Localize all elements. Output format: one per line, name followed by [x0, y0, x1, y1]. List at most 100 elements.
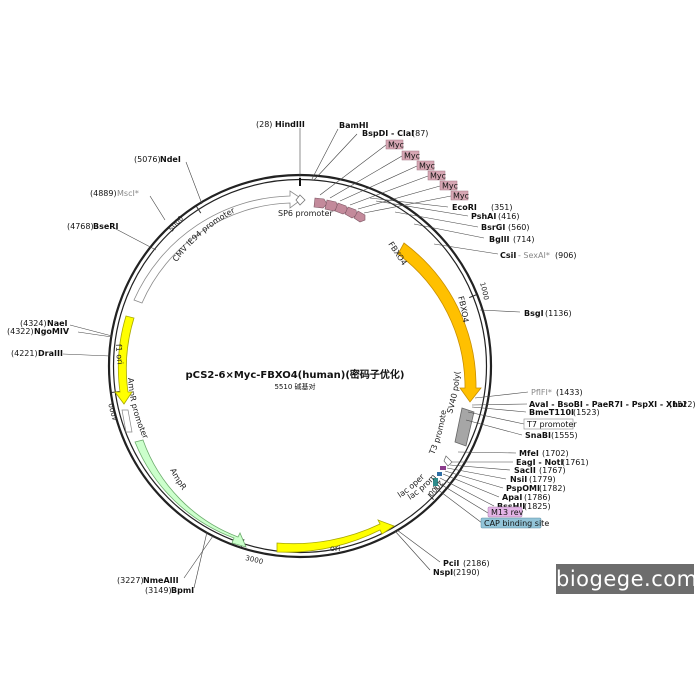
leader-bpmi: [193, 531, 208, 589]
site-pos-bmet110i: (1523): [573, 408, 600, 417]
leader-ngomiv: [77, 331, 113, 338]
plasmid-name: pCS2-6×Myc-FBXO4(human)(密码子优化): [186, 368, 405, 381]
site-name-mfei: MfeI: [519, 449, 539, 458]
site-pos-ecori: (351): [491, 203, 513, 212]
leader-cap: [432, 485, 483, 524]
site-pos-apai: (1786): [524, 493, 551, 502]
leader-bsshii: [439, 477, 495, 507]
site-pos-draiii: (4221): [11, 349, 38, 358]
site-name-sacii: SacII: [514, 466, 536, 475]
site-pos-msci: (4889): [90, 189, 117, 198]
sp6-promoter-label: SP6 promoter: [278, 209, 333, 218]
cmv-promoter-arrow: [133, 190, 303, 304]
myc-arrow-1: [313, 197, 328, 209]
site-name-apai: ApaI: [502, 493, 522, 502]
leader-snabi: [465, 419, 523, 436]
watermark: biogege.com: [556, 564, 697, 594]
site-pos-nsii: (1779): [529, 475, 556, 484]
myc-tag-label-6: Myc: [453, 192, 469, 201]
site-pos-pspomi: (1782): [539, 484, 566, 493]
site-pos-ngomiv: (4322): [7, 327, 34, 336]
leader-csii: [433, 243, 499, 255]
leader-nmeaiii: [183, 535, 214, 579]
plasmid-size: 5510 碱基对: [274, 382, 315, 391]
site-pos-sacii: (1767): [539, 466, 566, 475]
leader-clai: [313, 133, 358, 181]
myc-tag-label-5: Myc: [442, 182, 458, 191]
leader-nsii: [446, 467, 507, 480]
leader-bseri: [113, 227, 157, 251]
site-pos-bsgi: (1136): [545, 309, 572, 318]
site-name-bpmi: BpmI: [171, 586, 194, 595]
myc-tag-box-2: [401, 150, 420, 161]
site-name-nspi: NspI: [433, 568, 453, 577]
backbone-outer-ring: [107, 173, 493, 559]
lac-operator-label: lac operator: [0, 0, 427, 500]
site-pos-noti: (1761): [562, 458, 589, 467]
site-pos-ndei: (5076): [134, 155, 161, 164]
site-pos-pcii: (2186): [463, 559, 490, 568]
mcs-block-2: [437, 472, 442, 476]
myc-tag-label-2: Myc: [404, 152, 420, 161]
leader-myc-1: [319, 144, 387, 196]
leader-myc-3: [339, 165, 418, 202]
sp6-promoter-arrow: [295, 194, 306, 206]
site-name-pshai: PshAI: [471, 212, 496, 221]
leader-pspomi: [444, 470, 504, 489]
site-pos-bsrgi: (560): [508, 223, 530, 232]
site-pos-xhoi: (1522): [669, 400, 696, 409]
site-name-nmeaiii: NmeAIII: [143, 576, 179, 585]
site-pos-bglii: (714): [513, 235, 535, 244]
leader-ndei: [185, 161, 203, 205]
leader-m13rev: [436, 481, 489, 514]
fbxo4-arrow: [397, 242, 482, 403]
site-name-bsgi: BsgI: [524, 309, 544, 318]
myc-tag-label-1: Myc: [388, 141, 404, 150]
site-name-xhoi: AvaI - BsoBI - PaeR7I - PspXI - XhoI: [529, 400, 686, 409]
site-name-bamhi: BamHI: [339, 121, 369, 130]
site-name-nsii: NsiI: [510, 475, 527, 484]
site-name-noti: EagI - NotI: [516, 458, 563, 467]
leader-bglii: [413, 223, 485, 239]
leader-bmet110i: [471, 406, 527, 413]
leader-nspi: [394, 530, 431, 571]
site-pos-csii: (906): [555, 251, 577, 260]
myc-tag-label-3: Myc: [419, 162, 435, 171]
site-name-bglii: BglII: [489, 235, 510, 244]
site-name-bsrgi: BsrGI: [481, 223, 505, 232]
site-pos-mfei: (1702): [542, 449, 569, 458]
myc-tag-box-5: [439, 180, 458, 191]
tick-mark-1000: [469, 294, 477, 299]
leader-myc-2: [329, 155, 403, 199]
leader-naei: [69, 324, 113, 337]
myc-tag-box-6: [450, 190, 469, 201]
leader-msci: [149, 195, 166, 221]
leader-pshai: [375, 200, 469, 217]
site-name-msci: MscI*: [117, 189, 139, 198]
site-name-ecori: EcoRI: [452, 203, 477, 212]
cap-binding-site-box: [480, 517, 542, 529]
cap-binding-site-label: CAP binding site: [484, 519, 549, 528]
right-site-labels: BamHI BspDI - ClaI (87) Myc Myc Myc Myc …: [311, 121, 696, 577]
f1-ori-arrow: [114, 315, 135, 405]
site-name-bseri: BseRI: [93, 222, 118, 231]
myc-tag-arrows: [313, 197, 366, 223]
tick-mark-2000: [427, 493, 434, 500]
leader-bsgi: [479, 309, 521, 313]
site-pos-hindiii: (28): [256, 120, 272, 129]
ampr-arrow: [134, 439, 247, 548]
ori-label: ori: [330, 544, 340, 553]
site-name-sexai: - SexAI*: [518, 251, 550, 260]
site-name-draiii: DraIII: [38, 349, 63, 358]
site-name-bmet110i: BmeT110I: [529, 408, 574, 417]
leader-xhoi: [471, 403, 528, 406]
site-name-clai: BspDI - ClaI: [362, 129, 414, 138]
site-name-pspomi: PspOMI: [506, 484, 540, 493]
site-pos-snabi: (1555): [551, 431, 578, 440]
ori-arrow: [276, 519, 395, 553]
site-name-snabi: SnaBI: [525, 431, 551, 440]
cmv-promoter-label: CMV IE94 promoter: [171, 206, 237, 264]
lac-promoter-label: lac promoter: [0, 0, 438, 502]
site-name-pflfi: PflFI*: [531, 388, 552, 397]
